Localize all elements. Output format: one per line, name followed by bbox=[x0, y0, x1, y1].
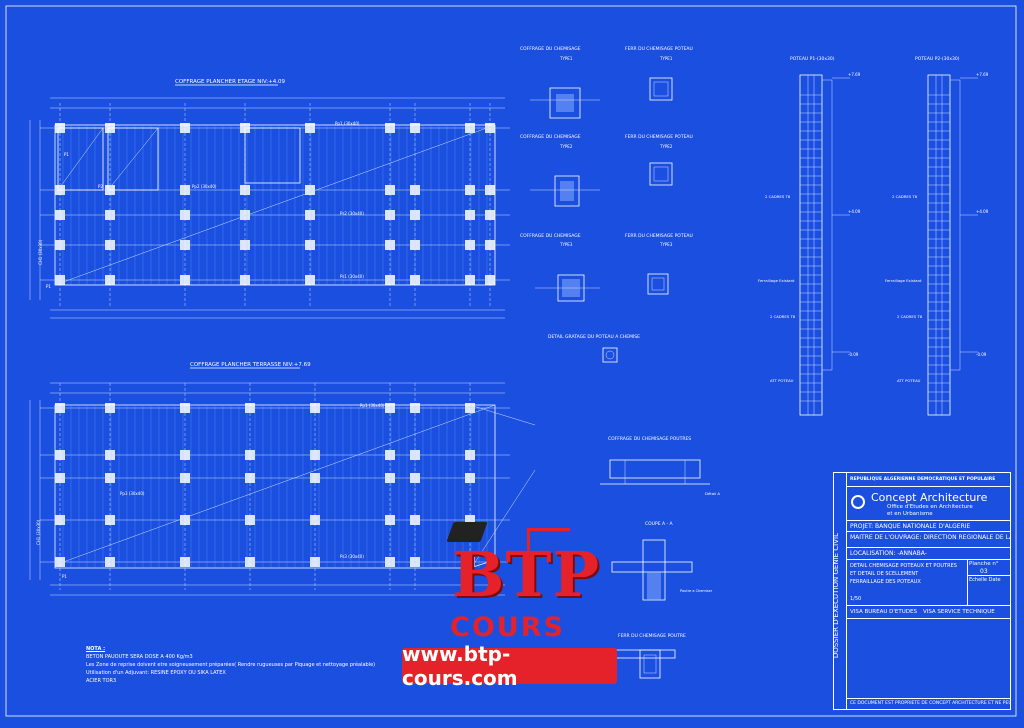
btp-cours-logo: BTP COURS www.btp-cours.com bbox=[402, 522, 617, 690]
sheet-border bbox=[5, 5, 1017, 717]
svg-text:Ferraillage Existant: Ferraillage Existant bbox=[758, 278, 795, 283]
svg-text:Ps1 (30x40): Ps1 (30x40) bbox=[340, 274, 364, 279]
svg-text:2 CADRES T8: 2 CADRES T8 bbox=[770, 314, 796, 319]
svg-text:Pp1 (30x40): Pp1 (30x40) bbox=[360, 403, 385, 408]
planche-description: DETAIL CHEMISAGE POTEAUX ET POUTRES ET D… bbox=[847, 560, 1010, 606]
svg-text:DETAIL GRATAGE DU POTEAU A CHE: DETAIL GRATAGE DU POTEAU A CHEMISE bbox=[548, 334, 640, 340]
svg-text:P1: P1 bbox=[46, 284, 51, 289]
svg-text:TYPE3: TYPE3 bbox=[559, 242, 573, 247]
svg-text:Pp1 (30x40): Pp1 (30x40) bbox=[335, 121, 360, 126]
svg-text:POTEAU P2-(30x30): POTEAU P2-(30x30) bbox=[915, 56, 960, 62]
firm-name: Concept Architecture bbox=[871, 491, 988, 504]
svg-text:COUPE A - A: COUPE A - A bbox=[645, 521, 674, 527]
firm-block: Concept Architecture Office d'Etudes en … bbox=[847, 487, 1010, 521]
poutres-details: COFFRAGE DU CHEMISAGE POUTRES Détail A C… bbox=[600, 436, 720, 679]
localisation: LOCALISATION: -ANNABA- bbox=[847, 548, 1010, 560]
note-item: Les Zone de reprise doivent etre soigneu… bbox=[86, 662, 376, 668]
svg-text:Ps2 (30x40): Ps2 (30x40) bbox=[340, 211, 364, 216]
svg-text:Ps3 (30x40): Ps3 (30x40) bbox=[340, 554, 364, 559]
svg-text:Pp3 (30x40): Pp3 (30x40) bbox=[120, 491, 145, 496]
svg-text:ATT POTEAU: ATT POTEAU bbox=[897, 378, 921, 383]
svg-text:TYPE2: TYPE2 bbox=[559, 144, 573, 149]
svg-text:2 CADRES T8: 2 CADRES T8 bbox=[892, 194, 918, 199]
note-item: Utilisation d'un Adjuvant: RESINE EPOXY … bbox=[86, 670, 226, 676]
note-item: BETON PAUOUTE SERA DOSE A 400 Kg/m3 bbox=[86, 654, 193, 660]
poteaux-elevations: POTEAU P1-(30x30) POTEAU P2-(30x30) +7.6… bbox=[758, 56, 989, 416]
svg-text:-0.09: -0.09 bbox=[848, 352, 859, 357]
svg-text:P1: P1 bbox=[64, 152, 69, 157]
svg-text:COFFRAGE DU CHEMISAGE: COFFRAGE DU CHEMISAGE bbox=[520, 134, 581, 140]
republique: REPUBLIQUE ALGERIENNE DEMOCRATIQUE ET PO… bbox=[847, 473, 1010, 487]
svg-text:FERR DU CHEMISAGE POTEAU: FERR DU CHEMISAGE POTEAU bbox=[625, 46, 693, 52]
svg-text:FERR DU CHEMISAGE POTEAU: FERR DU CHEMISAGE POTEAU bbox=[625, 233, 693, 239]
svg-text:+7.69: +7.69 bbox=[848, 72, 861, 77]
svg-text:P1: P1 bbox=[62, 574, 67, 579]
logo-url: www.btp-cours.com bbox=[402, 642, 617, 690]
firm-logo-icon bbox=[851, 495, 865, 509]
svg-text:COFFRAGE DU CHEMISAGE: COFFRAGE DU CHEMISAGE bbox=[520, 233, 581, 239]
svg-text:CH1 (30x30): CH1 (30x30) bbox=[38, 239, 43, 265]
plan-terrasse: Pp3 (30x40) Pp1 (30x40) Ps3 (30x40) P1 C… bbox=[29, 382, 536, 596]
svg-text:COFFRAGE DU CHEMISAGE POUTRES: COFFRAGE DU CHEMISAGE POUTRES bbox=[608, 436, 691, 442]
svg-text:Ferraillage Existant: Ferraillage Existant bbox=[885, 278, 922, 283]
svg-text:ATT POTEAU: ATT POTEAU bbox=[770, 378, 794, 383]
svg-text:P2: P2 bbox=[98, 184, 103, 189]
projet: PROJET: BANQUE NATIONALE D'ALGERIE bbox=[847, 521, 1010, 532]
svg-text:FERR DU CHEMISAGE POTEAU: FERR DU CHEMISAGE POTEAU bbox=[625, 134, 693, 140]
svg-text:Poutre a Chemiser: Poutre a Chemiser bbox=[680, 589, 713, 593]
logo-btp: BTP bbox=[452, 538, 601, 611]
notes: NOTA : BETON PAUOUTE SERA DOSE A 400 Kg/… bbox=[86, 645, 375, 685]
svg-text:Détail A: Détail A bbox=[705, 491, 720, 496]
svg-text:2 CADRES T8: 2 CADRES T8 bbox=[765, 194, 791, 199]
crane-icon bbox=[527, 528, 570, 591]
visa-space bbox=[847, 619, 1010, 699]
svg-text:+7.69: +7.69 bbox=[976, 72, 989, 77]
maitre-ouvrage: MAITRE DE L'OUVRAGE: DIRECTION REGIONALE… bbox=[847, 532, 1010, 548]
svg-text:Pp2 (30x40): Pp2 (30x40) bbox=[192, 184, 217, 189]
svg-text:-0.09: -0.09 bbox=[976, 352, 987, 357]
plan-terrasse-title: COFFRAGE PLANCHER TERRASSE NIV:+7.69 bbox=[190, 362, 311, 368]
plan-etage: P1 Pp2 (30x40) Pp1 (30x40) Ps2 (30x40) P… bbox=[29, 97, 510, 319]
plan-etage-title: COFFRAGE PLANCHER ETAGE NIV:+4.09 bbox=[175, 79, 285, 85]
svg-text:TYPE1: TYPE1 bbox=[659, 56, 673, 61]
svg-text:+4.09: +4.09 bbox=[848, 209, 861, 214]
svg-text:FERR DU CHEMISAGE POUTRE: FERR DU CHEMISAGE POUTRE bbox=[618, 633, 686, 639]
note-item: ACIER TOR3 bbox=[86, 678, 117, 684]
svg-text:+4.09: +4.09 bbox=[976, 209, 989, 214]
footer-note: CE DOCUMENT EST PROPRIETE DE CONCEPT ARC… bbox=[850, 701, 1010, 706]
svg-text:POTEAU P1-(30x30): POTEAU P1-(30x30) bbox=[790, 56, 835, 62]
logo-cours: COURS bbox=[450, 612, 565, 643]
svg-text:COFFRAGE DU CHEMISAGE: COFFRAGE DU CHEMISAGE bbox=[520, 46, 581, 52]
title-block: DOSSIER D'EXECUTION GENIE CIVIL REPUBLIQ… bbox=[832, 472, 1011, 710]
svg-text:CH1 (30x30): CH1 (30x30) bbox=[36, 519, 41, 545]
notes-title: NOTA : bbox=[86, 646, 106, 652]
svg-text:2 CADRES T8: 2 CADRES T8 bbox=[897, 314, 923, 319]
svg-text:TYPE2: TYPE2 bbox=[659, 144, 673, 149]
svg-text:TYPE3: TYPE3 bbox=[659, 242, 673, 247]
side-label: DOSSIER D'EXECUTION GENIE CIVIL bbox=[832, 533, 840, 659]
chemisage-details: COFFRAGE DU CHEMISAGE FERR DU CHEMISAGE … bbox=[520, 46, 693, 363]
svg-text:TYPE1: TYPE1 bbox=[559, 56, 573, 61]
